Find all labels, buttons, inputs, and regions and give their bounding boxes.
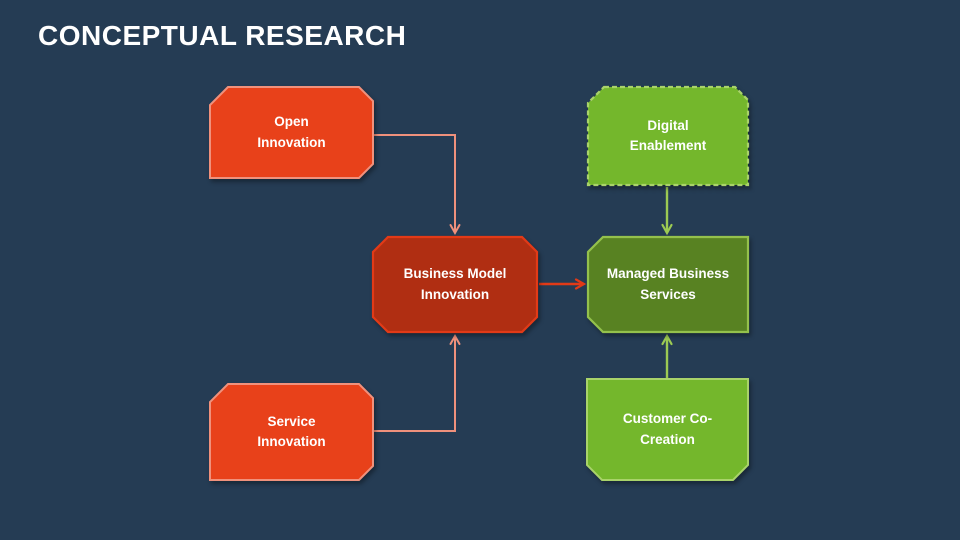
digital-enablement-box [586,85,750,187]
customer-co-creation-box [586,378,749,481]
open-innovation-box [209,86,374,179]
service-innovation-box [209,383,374,481]
connector-open-to-business-model [373,134,461,236]
managed-business-services-box [586,235,750,334]
connector-service-to-business-model [373,333,461,432]
business-model-innovation-box [371,235,539,334]
slide-title: CONCEPTUAL RESEARCH [38,20,407,51]
